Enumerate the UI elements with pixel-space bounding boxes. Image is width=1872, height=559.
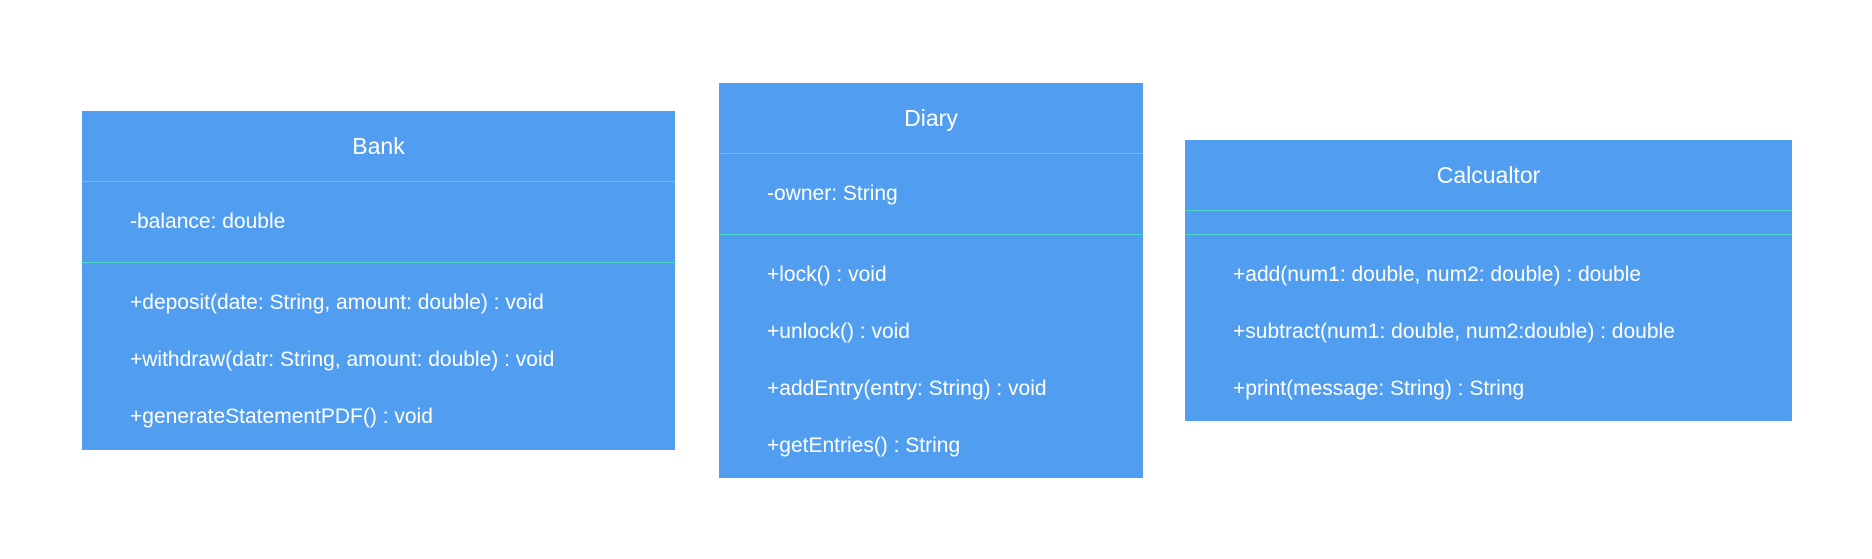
class-divider — [82, 262, 675, 263]
method: +add(num1: double, num2: double) : doubl… — [1233, 263, 1642, 286]
class-name: Diary — [904, 105, 958, 131]
uml-class-calcualtor[interactable]: Calcualtor +add(num1: double, num2: doub… — [1185, 140, 1792, 421]
class-name: Bank — [352, 133, 405, 159]
uml-class-diary[interactable]: Diary -owner: String +lock() : void +unl… — [719, 83, 1143, 478]
methods-section: +add(num1: double, num2: double) : doubl… — [1185, 235, 1792, 405]
attributes-section — [1185, 211, 1792, 234]
attributes-section: -owner: String — [719, 154, 1143, 234]
class-divider — [719, 234, 1143, 235]
method: +deposit(date: String, amount: double) :… — [130, 291, 544, 314]
method: +subtract(num1: double, num2:double) : d… — [1233, 320, 1675, 343]
method: +print(message: String) : String — [1233, 377, 1525, 400]
attribute: -owner: String — [767, 182, 898, 205]
class-divider — [1185, 234, 1792, 235]
method: +addEntry(entry: String) : void — [767, 377, 1047, 400]
method: +generateStatementPDF() : void — [130, 405, 433, 428]
class-divider — [1185, 210, 1792, 211]
class-divider — [719, 153, 1143, 154]
methods-section: +deposit(date: String, amount: double) :… — [82, 263, 675, 433]
attributes-section: -balance: double — [82, 182, 675, 262]
methods-section: +lock() : void +unlock() : void +addEntr… — [719, 235, 1143, 462]
attribute: -balance: double — [130, 210, 286, 233]
class-name: Calcualtor — [1436, 162, 1541, 188]
class-divider — [82, 181, 675, 182]
uml-class-bank[interactable]: Bank -balance: double +deposit(date: Str… — [82, 111, 675, 450]
method: +withdraw(datr: String, amount: double) … — [130, 348, 555, 371]
method: +unlock() : void — [767, 320, 910, 343]
method: +getEntries() : String — [767, 434, 961, 457]
method: +lock() : void — [767, 263, 887, 286]
